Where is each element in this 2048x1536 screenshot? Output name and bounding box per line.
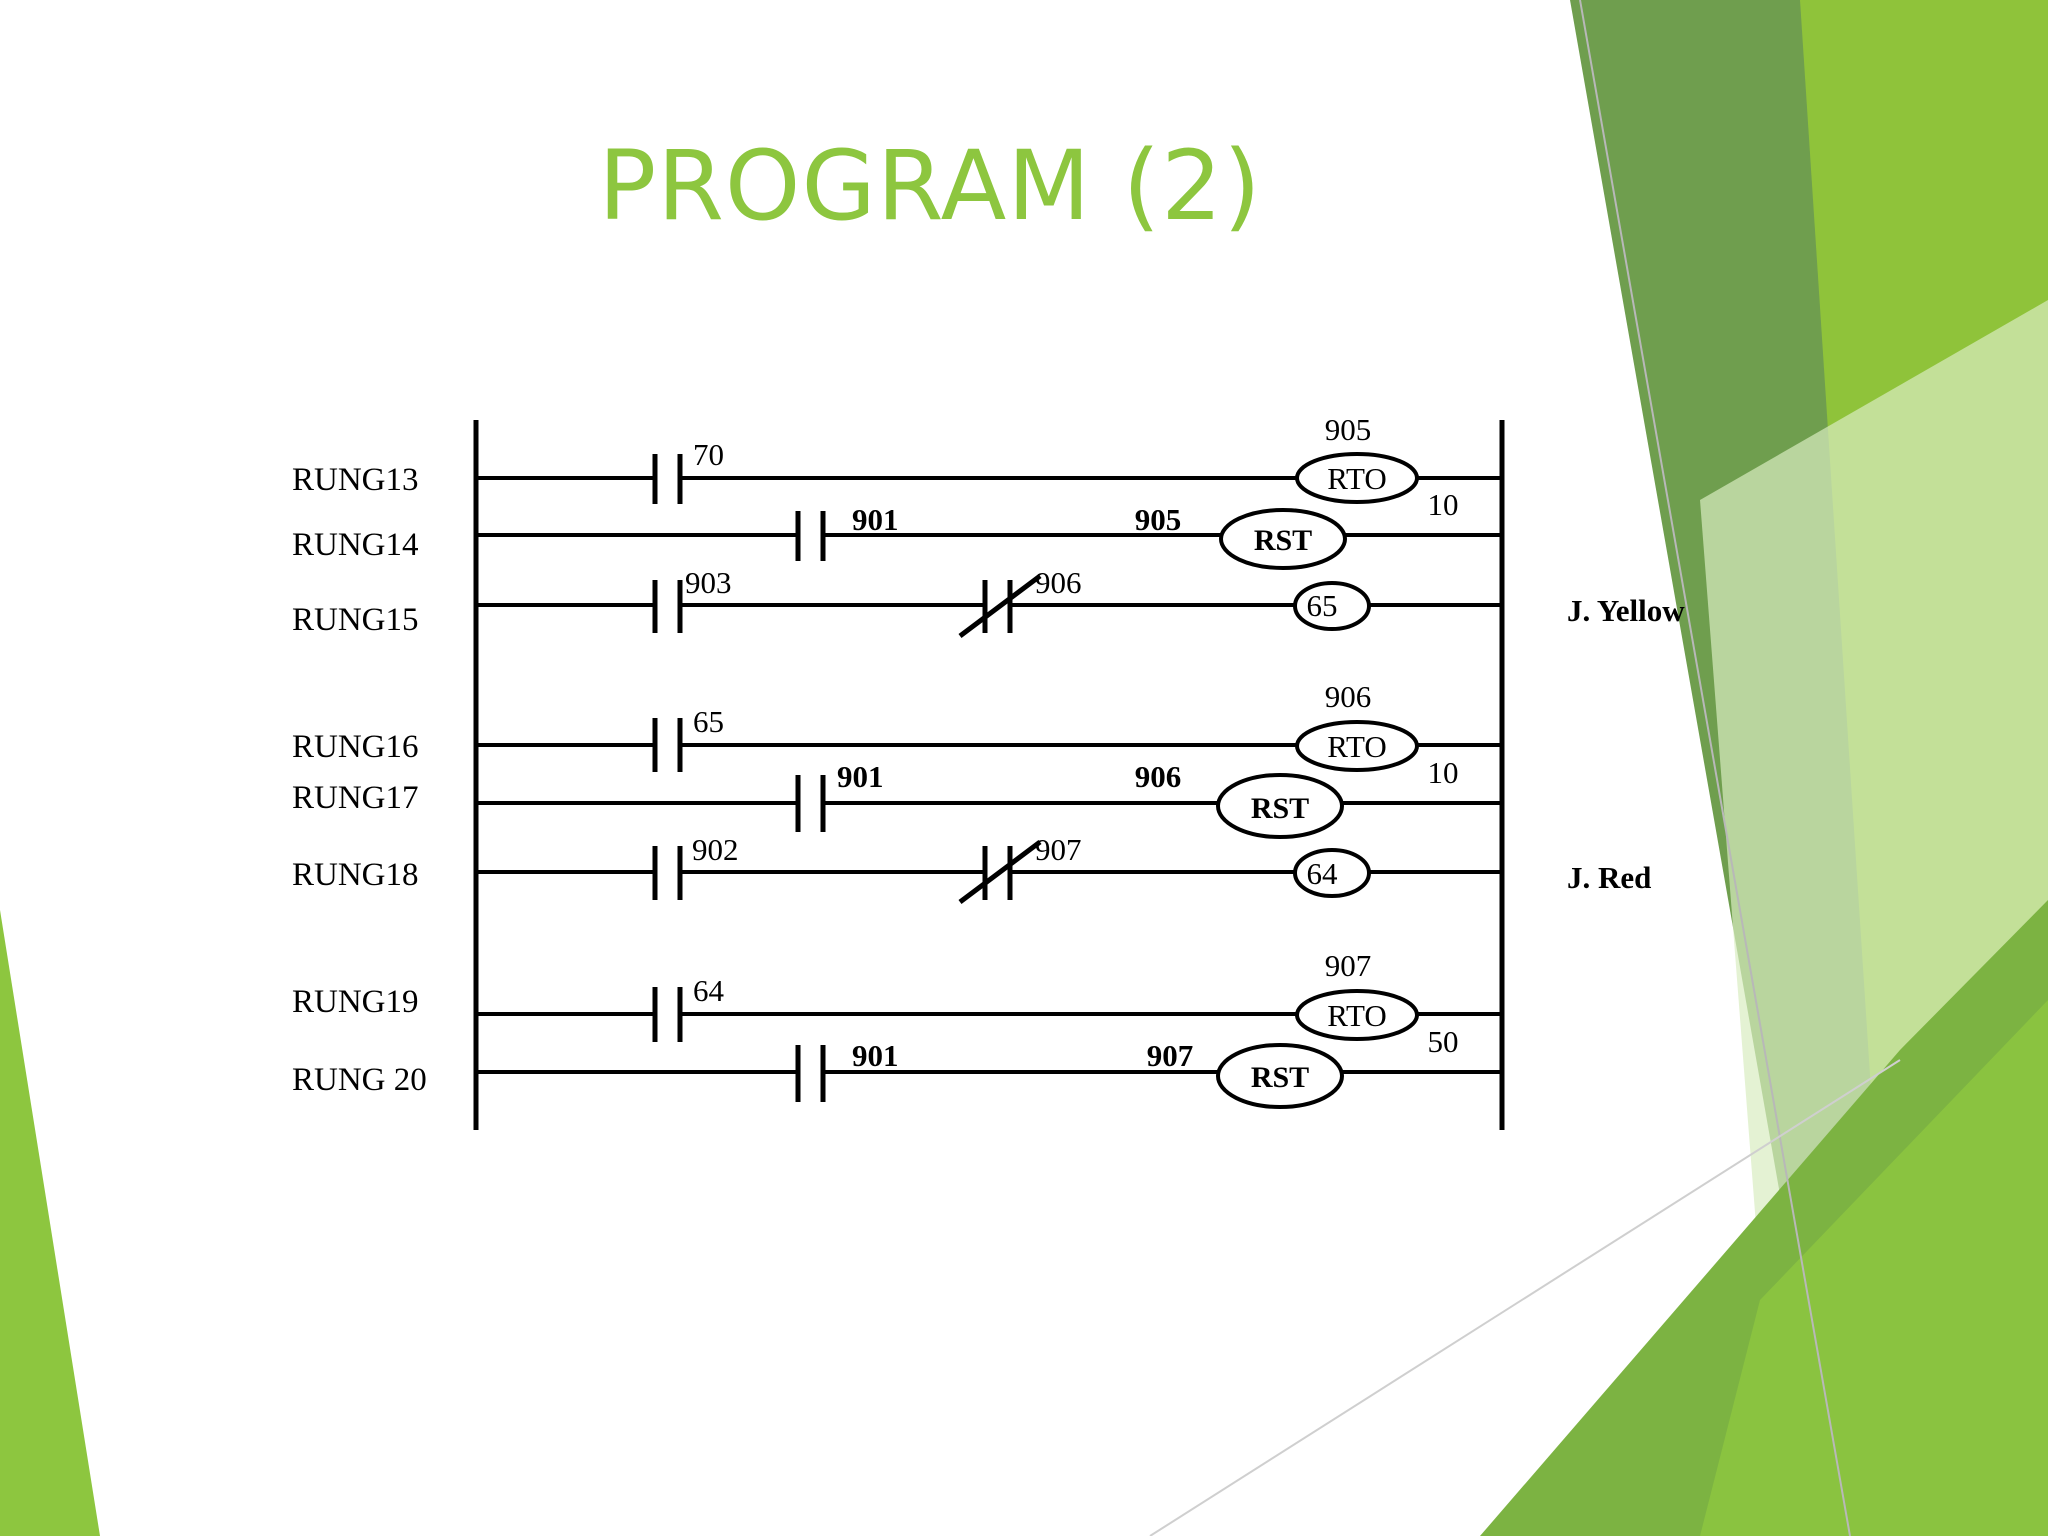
rung-16: RUNG16 65 RTO 906 10: [292, 679, 1502, 790]
contact-address: 906: [1035, 565, 1082, 600]
rung-18: RUNG18 902 907 64 J. Red: [292, 832, 1651, 904]
rung-label: RUNG19: [292, 984, 419, 1020]
no-contact: [652, 987, 683, 1042]
rst-coil: [1219, 508, 1347, 570]
coil-preset: 10: [1428, 487, 1459, 522]
contact-address: 907: [1035, 832, 1082, 867]
coil-address: 906: [1325, 679, 1372, 714]
coil-type: RTO: [1327, 461, 1387, 496]
rung-label: RUNG13: [292, 462, 419, 498]
contact-address: 64: [693, 973, 725, 1008]
no-contact: [795, 1045, 826, 1102]
no-contact: [795, 511, 826, 561]
rung-13: RUNG13 70 RTO 905 10: [292, 412, 1502, 522]
coil-type: RST: [1254, 524, 1312, 557]
side-label: J. Yellow: [1567, 593, 1685, 628]
no-contact: [652, 580, 683, 633]
no-contact: [652, 846, 683, 900]
coil-address: 906: [1135, 759, 1182, 794]
contact-address: 903: [685, 565, 732, 600]
rung-label: RUNG18: [292, 857, 419, 893]
rung-label: RUNG16: [292, 729, 419, 765]
rst-coil: [1216, 773, 1344, 839]
coil-type: RST: [1251, 1061, 1309, 1094]
rung-14: RUNG14 901 905 RST: [292, 502, 1502, 570]
contact-address: 901: [852, 502, 899, 537]
contact-address: 901: [837, 759, 884, 794]
rung-15: RUNG15 903 906 65 J. Yellow: [292, 565, 1685, 638]
rung-17: RUNG17 901 906 RST: [292, 759, 1502, 839]
contact-address: 902: [692, 832, 739, 867]
rung-label: RUNG17: [292, 780, 419, 816]
no-contact: [795, 775, 826, 832]
coil-preset: 10: [1428, 755, 1459, 790]
contact-address: 901: [852, 1038, 899, 1073]
rung-19: RUNG19 64 RTO 907 50: [292, 948, 1502, 1059]
coil-type: RST: [1251, 792, 1309, 825]
coil-type: RTO: [1327, 998, 1387, 1033]
coil-type: RTO: [1327, 729, 1387, 764]
coil-address: 905: [1135, 502, 1182, 537]
rung-20: RUNG 20 901 907 RST: [292, 1038, 1502, 1109]
no-contact: [652, 718, 683, 772]
coil-preset: 50: [1428, 1024, 1459, 1059]
contact-address: 65: [693, 704, 724, 739]
no-contact: [652, 454, 683, 504]
rung-label: RUNG15: [292, 602, 419, 638]
coil-address: 64: [1307, 856, 1339, 891]
rung-label: RUNG 20: [292, 1062, 427, 1098]
rung-label: RUNG14: [292, 527, 419, 563]
coil-address: 907: [1325, 948, 1372, 983]
contact-address: 70: [693, 437, 724, 472]
slide-title: PROGRAM (2): [598, 130, 1262, 242]
side-label: J. Red: [1567, 860, 1651, 895]
coil-address: 907: [1147, 1038, 1194, 1073]
coil-address: 65: [1307, 588, 1338, 623]
coil-address: 905: [1325, 412, 1372, 447]
rst-coil: [1216, 1043, 1344, 1109]
